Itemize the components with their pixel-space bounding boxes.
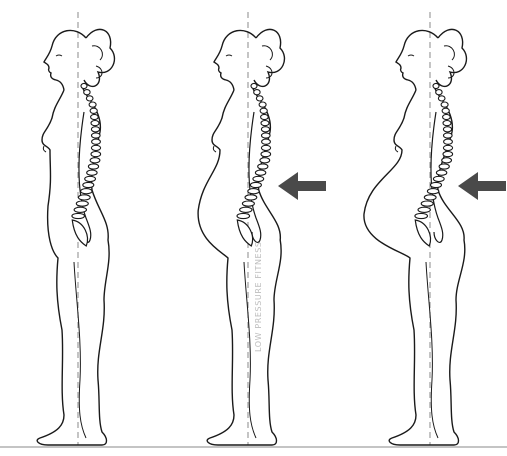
vertebra [421,201,433,206]
breast-detail [213,146,216,152]
vertebra [443,145,452,150]
vertebra [433,176,444,181]
arrow-left-icon [278,172,326,200]
vertebra [261,152,271,157]
vertebra [91,127,99,132]
arrow-left-icon [458,172,506,200]
vertebra [251,83,257,88]
vertebra [442,108,449,113]
pelvis [415,220,430,246]
vertebra [256,96,263,101]
vertebra [261,114,269,119]
vertebra [442,158,452,163]
vertebra [92,139,101,144]
vertebra [237,213,250,218]
vertebra [415,213,428,218]
vertebra [85,176,96,181]
vertebra [433,83,439,88]
vertebra [260,108,267,113]
vertebra [261,127,269,132]
vertebra [84,90,90,95]
vertebra [91,114,99,119]
vertebra [89,102,96,107]
eye [226,55,232,56]
eye [408,55,414,56]
vertebra [91,145,100,150]
vertebra [242,201,254,206]
vertebra [439,164,449,169]
vertebra [253,176,264,181]
breast-detail [43,146,46,152]
vertebra [443,114,451,119]
inner-leg [426,262,438,438]
breast-detail [395,146,398,152]
vertebra [261,121,269,126]
vertebra [444,133,453,138]
vertebra [255,170,265,175]
pelvis [237,220,252,246]
vertebra [424,195,436,200]
vertebra [245,195,257,200]
watermark-text: LOW PRESSURE FITNESS [254,241,263,352]
vertebra [78,195,90,200]
vertebra [90,108,97,113]
vertebra [86,96,93,101]
vertebra [91,121,99,126]
vertebra [259,102,266,107]
vertebra [441,102,448,107]
vertebra [87,170,97,175]
vertebra [90,158,100,163]
vertebra [443,127,451,132]
vertebra [81,189,92,194]
vertebra [240,207,252,212]
vertebra [74,207,86,212]
vertebra [248,189,259,194]
vertebra [262,139,271,144]
figure-non-pregnant [37,12,114,445]
vertebra [72,213,85,218]
pelvis [72,220,87,246]
vertebra [443,121,451,126]
vertebra [418,207,430,212]
vertebra [250,182,261,187]
vertebra [88,164,98,169]
head-profile [44,30,86,90]
vertebra [92,133,101,138]
head-profile [396,30,438,90]
vertebra [438,96,445,101]
vertebra [436,170,446,175]
vertebra [258,164,268,169]
vertebra [254,90,260,95]
vertebra [436,90,442,95]
vertebra [260,158,270,163]
vertebra [261,145,270,150]
vertebra [443,152,453,157]
vertebra [81,83,87,88]
vertebra [76,201,88,206]
vertebra [431,182,442,187]
head-profile [214,30,256,90]
eye [56,55,62,56]
vertebra [262,133,271,138]
figure-mid-pregnancy [198,12,284,445]
vertebra [444,139,453,144]
vertebra [91,152,101,157]
figure-late-pregnancy [364,12,467,445]
vertebra [83,182,94,187]
vertebra [427,189,438,194]
inner-leg [74,262,86,438]
